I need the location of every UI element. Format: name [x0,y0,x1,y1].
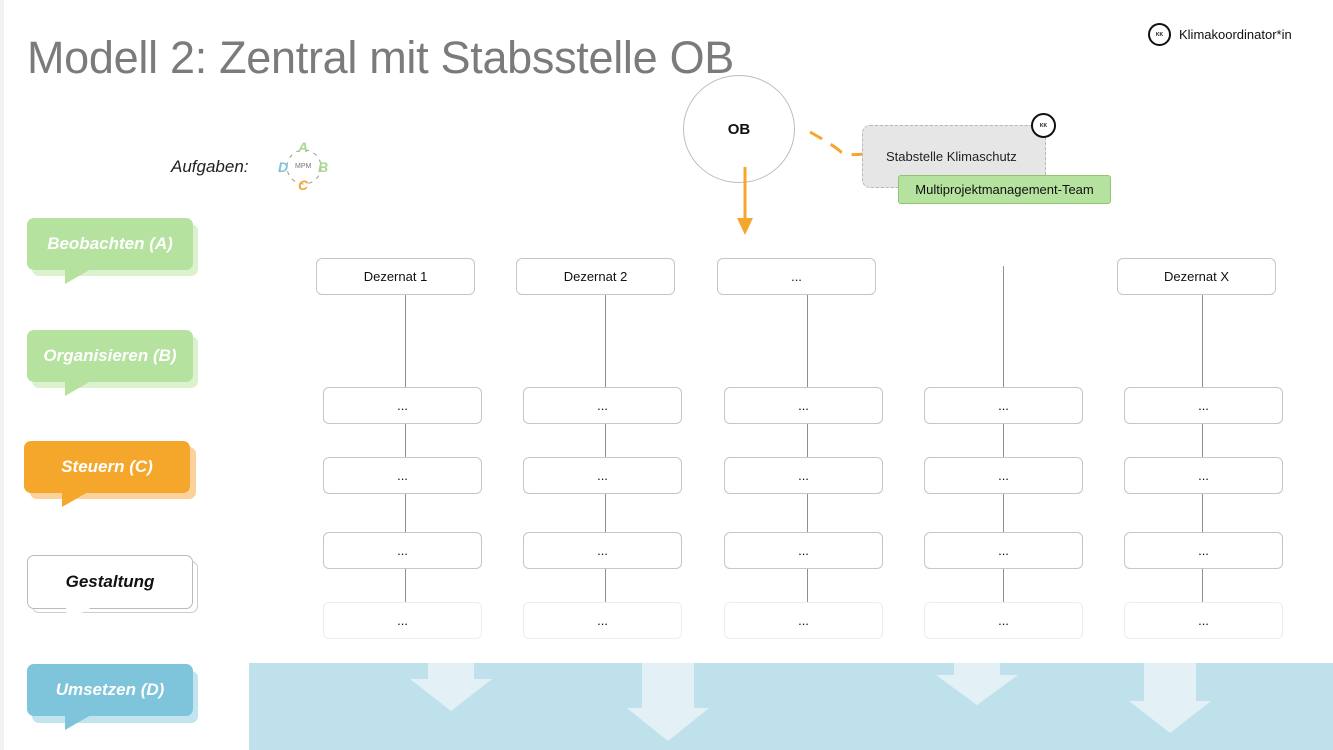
task-steuern: Steuern (C) [24,441,190,507]
unit-box: ... [523,457,682,494]
down-arrow-icon [1129,663,1211,733]
unit-box: ... [924,602,1083,639]
aufgaben-label: Aufgaben: [171,157,249,176]
cycle-letter-b: B [318,159,329,175]
unit-box: ... [724,532,883,569]
dezernat-box: Dezernat 1 [316,258,475,295]
unit-box: ... [1124,457,1283,494]
unit-box: ... [323,457,482,494]
down-arrow-icon [410,663,492,711]
cycle-center-label: MPM [295,163,312,170]
connector-line [405,294,406,606]
unit-box: ... [523,602,682,639]
bubble-tail [65,381,91,396]
unit-box: ... [924,387,1083,424]
cycle-letter-c: C [298,177,309,193]
ob-down-arrow [737,167,753,235]
task-label: Organisieren (B) [43,346,177,365]
unit-box: ... [323,532,482,569]
unit-box: ... [323,387,482,424]
unit-box: ... [924,532,1083,569]
page-title: Modell 2: Zentral mit Stabsstelle OB [27,32,734,83]
connector-line [1202,294,1203,606]
abcd-cycle-icon: A B C D MPM [276,139,332,194]
dezernat-box: Dezernat X [1117,258,1276,295]
task-umsetzen: Umsetzen (D) [27,664,193,730]
cycle-letter-d: D [278,159,289,175]
task-label: Beobachten (A) [47,234,173,253]
mpm-team-box: Multiprojektmanagement-Team [898,175,1111,204]
unit-box: ... [1124,602,1283,639]
task-beobachten: Beobachten (A) [27,218,193,284]
unit-box: ... [724,457,883,494]
cycle-arrows-icon [286,149,322,185]
connector-line [1003,266,1004,606]
bubble-tail [62,492,88,507]
cycle-letter-a: A [298,139,309,155]
legend-label: Klimakoordinator*in [1179,27,1292,42]
unit-box: ... [1124,387,1283,424]
unit-box: ... [724,387,883,424]
down-arrow-icon [627,663,709,741]
unit-box: ... [924,457,1083,494]
umsetzen-band [249,663,1333,750]
down-arrow-icon [936,663,1018,705]
unit-box: ... [724,602,883,639]
task-label: Steuern (C) [61,457,153,476]
bubble-tail [65,269,91,284]
task-organisieren: Organisieren (B) [27,330,193,396]
unit-box: ... [1124,532,1283,569]
unit-box: ... [323,602,482,639]
unit-box: ... [523,532,682,569]
dezernat-box: Dezernat 2 [516,258,675,295]
connector-line [605,294,606,606]
ob-node: OB [683,75,795,183]
dezernat-box: ... [717,258,876,295]
left-edge-rule [0,0,4,750]
legend: KK Klimakoordinator*in [1148,23,1292,46]
bubble-tail [66,607,92,622]
klimakoordinator-icon: KK [1031,113,1056,138]
connector-line [807,294,808,606]
task-label: Gestaltung [65,572,155,591]
stabsstelle-dashed-connector [809,130,864,157]
klimakoordinator-icon: KK [1148,23,1171,46]
bubble-tail [65,715,91,730]
task-label: Umsetzen (D) [55,680,165,699]
task-gestaltung: Gestaltung [27,555,193,622]
unit-box: ... [523,387,682,424]
stabsstelle-label: Stabstelle Klimaschutz [886,149,1017,164]
